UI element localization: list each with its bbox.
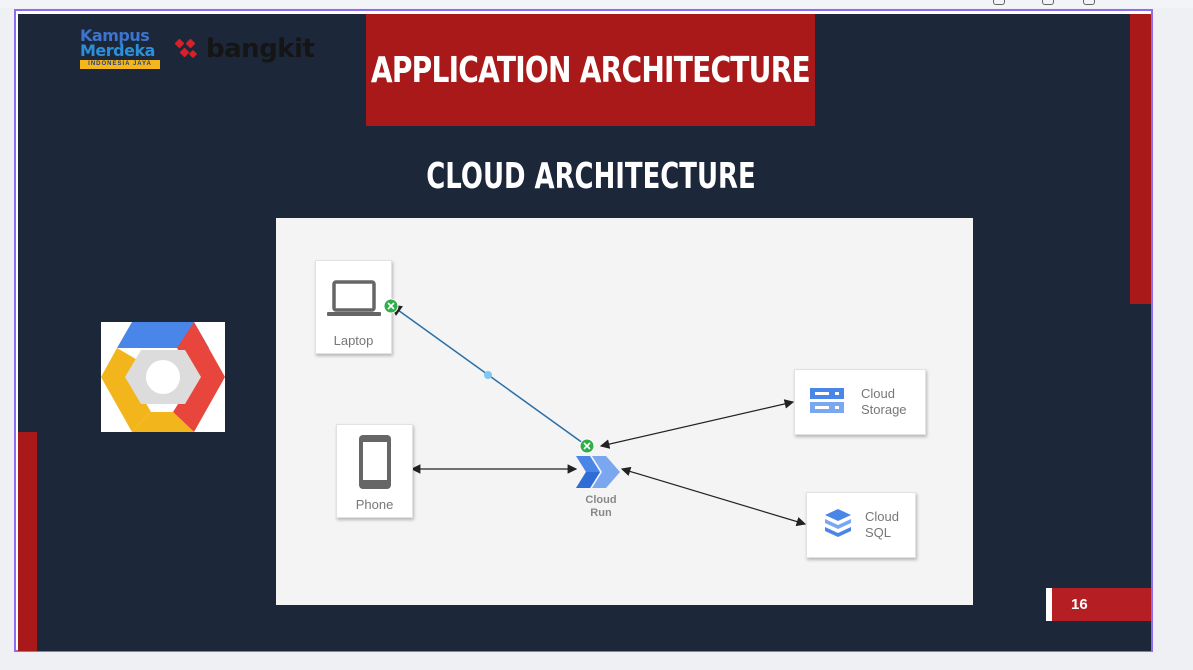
slide-canvas: Kampus Merdeka INDONESIA JAYA bangkit AP… xyxy=(18,14,1151,651)
title-banner: APPLICATION ARCHITECTURE xyxy=(366,14,815,126)
bangkit-logo: bangkit xyxy=(174,34,315,64)
slide-subtitle[interactable]: CLOUD ARCHITECTURE xyxy=(426,156,756,197)
kampus-logo-line1: Kampus xyxy=(80,26,150,45)
kampus-merdeka-logo: Kampus Merdeka INDONESIA JAYA xyxy=(80,28,162,72)
page-number-badge: 16 xyxy=(1046,588,1151,621)
kampus-logo-line2: Merdeka xyxy=(80,41,155,60)
top-toolbar-strip xyxy=(0,0,1193,8)
red-accent-bar-right xyxy=(1130,14,1151,304)
red-accent-bar-left xyxy=(18,432,37,651)
cloud-run-icon xyxy=(576,456,620,488)
phone-node[interactable]: Phone xyxy=(336,424,413,518)
toolbar-icon[interactable] xyxy=(1083,0,1095,5)
connector-cloudrun-sql xyxy=(620,466,807,527)
architecture-diagram[interactable]: Laptop Phone Cloud xyxy=(276,218,973,605)
connector-midpoint-handle xyxy=(484,371,492,379)
google-cloud-hexagon-icon xyxy=(101,322,225,432)
cloud-storage-label: Cloud Storage xyxy=(861,386,921,418)
google-cloud-logo[interactable] xyxy=(101,322,225,432)
cloud-sql-label-line1: Cloud xyxy=(865,509,899,524)
cloud-run-node[interactable] xyxy=(574,452,624,492)
cloud-sql-icon xyxy=(825,509,851,537)
diagram-connectors xyxy=(389,304,807,527)
toolbar-icon[interactable] xyxy=(993,0,1005,5)
connection-handle-icon[interactable] xyxy=(579,438,595,454)
cloud-storage-node[interactable]: Cloud Storage xyxy=(794,369,926,435)
bangkit-wordmark: bangkit xyxy=(206,34,315,64)
cloud-sql-label-line2: SQL xyxy=(865,525,892,540)
cloud-storage-icon xyxy=(810,388,844,413)
cloud-run-label: Cloud Run xyxy=(571,494,631,520)
connector-cloudrun-storage xyxy=(599,399,795,449)
phone-icon xyxy=(359,435,391,489)
page-number: 16 xyxy=(1071,596,1088,613)
cloud-sql-label: Cloud SQL xyxy=(865,509,913,541)
phone-label: Phone xyxy=(355,497,394,512)
bangkit-mark-icon xyxy=(174,38,197,58)
toolbar-icon[interactable] xyxy=(1042,0,1054,5)
kampus-logo-tag: INDONESIA JAYA xyxy=(80,60,160,69)
cloud-run-label-line2: Run xyxy=(590,507,612,519)
cloud-storage-label-line2: Storage xyxy=(861,402,907,417)
connection-handle-icon[interactable] xyxy=(383,298,399,314)
cloud-sql-node[interactable]: Cloud SQL xyxy=(806,492,916,558)
laptop-node[interactable]: Laptop xyxy=(315,260,392,354)
slide-title[interactable]: APPLICATION ARCHITECTURE xyxy=(370,49,811,91)
cloud-storage-label-line1: Cloud xyxy=(861,386,895,401)
laptop-label: Laptop xyxy=(333,333,374,348)
laptop-icon xyxy=(327,280,381,316)
cloud-run-label-line1: Cloud xyxy=(585,494,617,506)
